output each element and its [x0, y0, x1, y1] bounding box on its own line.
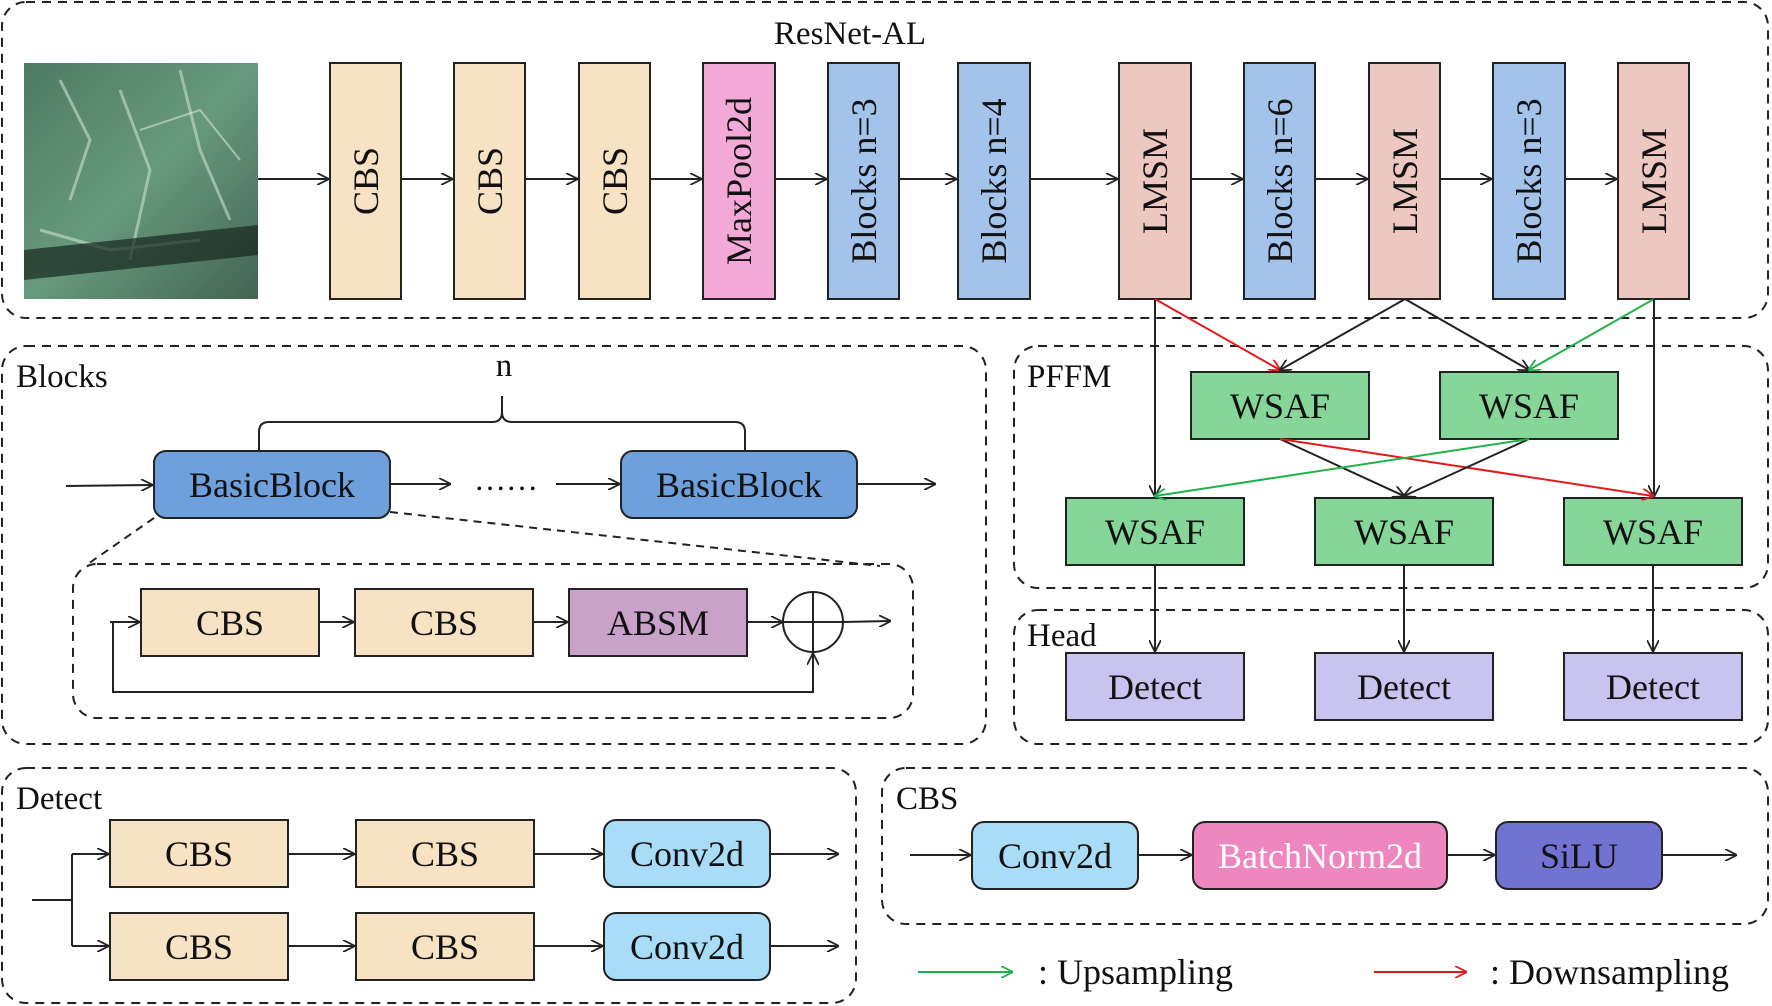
top-block-4-label: MaxPool2d — [719, 97, 759, 265]
legend-downsampling-label: : Downsampling — [1490, 952, 1729, 992]
input-aerial-image — [24, 63, 258, 299]
detect-head-3 — [1563, 652, 1743, 721]
arrow-lmsm1-downsample — [1154, 298, 1280, 370]
top-block-1 — [329, 62, 402, 300]
pffm-frame — [1013, 345, 1769, 589]
top-block-2 — [453, 62, 526, 300]
detect-head-1 — [1065, 652, 1245, 721]
arrow-lmsm2-to-wsaf-tr — [1404, 298, 1529, 370]
detect-head-2-label: Detect — [1357, 667, 1451, 707]
cbs-title: CBS — [896, 781, 958, 817]
blocks-section: Blocks n BasicBlock …… BasicBlock CBS CB… — [1, 345, 987, 745]
detect-cbs-2a-label: CBS — [165, 927, 233, 967]
head-frame — [1013, 609, 1769, 745]
top-block-7-label: LMSM — [1135, 128, 1175, 234]
cbs-batchnorm2d-label: BatchNorm2d — [1218, 836, 1422, 876]
detect-conv2d-1-label: Conv2d — [630, 834, 744, 874]
inner-block-3-label: ABSM — [607, 603, 709, 643]
top-block-11-label: LMSM — [1634, 128, 1674, 234]
detect-conv2d-2-label: Conv2d — [630, 927, 744, 967]
top-block-8-label: Blocks n=6 — [1260, 98, 1300, 263]
top-block-6-label: Blocks n=4 — [974, 98, 1014, 263]
zoom-line-right — [389, 511, 881, 567]
basicblock-1-label: BasicBlock — [189, 465, 355, 505]
top-block-4 — [702, 62, 776, 300]
top-block-8 — [1243, 62, 1316, 300]
top-block-6 — [957, 62, 1031, 300]
inner-block-2-label: CBS — [410, 603, 478, 643]
blocks-title: Blocks — [16, 359, 108, 395]
wsaf-bottom-left-label: WSAF — [1105, 512, 1205, 552]
residual-skip-line — [112, 622, 813, 693]
inner-block-2 — [354, 588, 534, 657]
detect-cbs-2a — [109, 912, 289, 981]
pffm-title: PFFM — [1027, 359, 1111, 395]
detect-cbs-1a-label: CBS — [165, 834, 233, 874]
detect-head-1-label: Detect — [1108, 667, 1202, 707]
top-block-9-label: LMSM — [1385, 128, 1425, 234]
resnet-al-section: ResNet-AL CBS CBS CBS MaxPool2d Blocks n… — [1, 1, 1769, 319]
cbs-frame — [881, 767, 1769, 925]
inner-block-1-label: CBS — [196, 603, 264, 643]
top-block-1-label: CBS — [346, 147, 386, 215]
arrow-wsaf-tr-upsample — [1155, 438, 1530, 496]
head-section: Head Detect Detect Detect — [1013, 565, 1769, 745]
arrow-sum-out — [842, 621, 890, 622]
top-block-3-label: CBS — [595, 147, 635, 215]
top-block-5-label: Blocks n=3 — [844, 98, 884, 263]
repeat-brace — [258, 396, 746, 450]
detect-title: Detect — [16, 781, 102, 817]
wsaf-bottom-right — [1563, 497, 1743, 566]
basicblock-detail-frame — [72, 563, 914, 719]
legend-upsampling-label: : Upsampling — [1038, 952, 1233, 992]
top-block-5 — [827, 62, 900, 300]
resnet-al-title: ResNet-AL — [774, 16, 926, 52]
legend: : Upsampling : Downsampling — [918, 952, 1729, 992]
top-block-10 — [1492, 62, 1566, 300]
wsaf-top-left-label: WSAF — [1230, 386, 1330, 426]
wsaf-bottom-left — [1065, 497, 1245, 566]
blocks-frame — [1, 345, 987, 745]
sum-node — [782, 591, 844, 653]
pffm-section: PFFM WSAF WSAF WSAF WSAF WSAF — [1013, 345, 1769, 589]
wsaf-top-right — [1439, 371, 1619, 440]
arrow-lmsm2-to-wsaf-tl — [1280, 298, 1406, 370]
cbs-section: CBS Conv2d BatchNorm2d SiLU — [881, 767, 1769, 925]
head-title: Head — [1027, 618, 1097, 654]
ellipsis-label: …… — [474, 461, 538, 497]
wsaf-bottom-mid-label: WSAF — [1354, 512, 1454, 552]
wsaf-bottom-mid — [1314, 497, 1494, 566]
resnet-to-pffm-connections — [1154, 298, 1655, 496]
cbs-conv2d-label: Conv2d — [998, 836, 1112, 876]
arrow-lmsm3-upsample — [1529, 298, 1655, 370]
detect-head-3-label: Detect — [1606, 667, 1700, 707]
repeat-count-label: n — [496, 348, 513, 384]
cbs-silu-label: SiLU — [1540, 836, 1618, 876]
detect-section: Detect CBS CBS Conv2d CBS CBS Conv2d — [1, 767, 857, 1004]
wsaf-top-left — [1190, 371, 1370, 440]
arrow-into-basicblock — [65, 485, 152, 486]
wsaf-bottom-right-label: WSAF — [1603, 512, 1703, 552]
detect-cbs-1b-label: CBS — [411, 834, 479, 874]
detect-cbs-2b-label: CBS — [411, 927, 479, 967]
top-block-2-label: CBS — [470, 147, 510, 215]
arrow-wsaf-tr-to-bm — [1404, 438, 1530, 496]
wsaf-top-right-label: WSAF — [1479, 386, 1579, 426]
detect-cbs-2b — [355, 912, 535, 981]
detect-head-2 — [1314, 652, 1494, 721]
inner-block-1 — [140, 588, 320, 657]
inner-block-3 — [568, 588, 748, 657]
zoom-line-left — [84, 517, 155, 567]
top-block-9 — [1368, 62, 1441, 300]
top-block-11 — [1617, 62, 1690, 300]
basicblock-n-label: BasicBlock — [656, 465, 822, 505]
top-block-10-label: Blocks n=3 — [1509, 98, 1549, 263]
detect-cbs-1b — [355, 819, 535, 888]
detect-frame — [1, 767, 857, 1004]
resnet-al-frame — [1, 1, 1769, 319]
top-block-3 — [578, 62, 651, 300]
detect-cbs-1a — [109, 819, 289, 888]
